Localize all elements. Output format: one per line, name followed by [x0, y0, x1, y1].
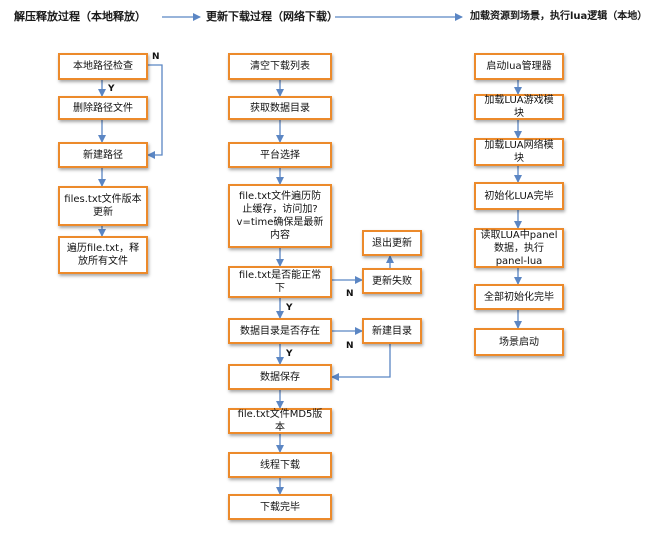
node-check-local-path: 本地路径检查	[58, 53, 148, 80]
node-save-data: 数据保存	[228, 364, 332, 390]
node-data-dir-exists: 数据目录是否存在	[228, 318, 332, 344]
branch-label-no: N	[152, 52, 160, 62]
no-branch-arrow	[147, 64, 163, 159]
node-load-lua-network: 加载LUA网络模块	[474, 138, 564, 166]
branch-label-yes: Y	[108, 84, 115, 94]
node-file-download-ok: file.txt是否能正常下	[228, 266, 332, 298]
node-platform-select: 平台选择	[228, 142, 332, 168]
node-md5-version: file.txt文件MD5版本	[228, 408, 332, 434]
node-thread-download: 线程下载	[228, 452, 332, 478]
header-extract-release: 解压释放过程（本地释放）	[14, 10, 146, 23]
header-update-download: 更新下载过程（网络下载）	[206, 10, 338, 23]
node-new-dir: 新建目录	[362, 318, 422, 344]
node-update-files-version: files.txt文件版本更新	[58, 186, 148, 226]
node-clear-download-list: 清空下载列表	[228, 53, 332, 80]
branch-label-no: N	[346, 341, 354, 351]
node-new-path: 新建路径	[58, 142, 148, 168]
node-load-lua-game: 加载LUA游戏模块	[474, 94, 564, 120]
node-avoid-cache: file.txt文件遍历防止缓存，访问加?v=time确保是最新内容	[228, 184, 332, 248]
arrow	[331, 344, 391, 381]
node-read-panel-data: 读取LUA中panel数据，执行panel-lua	[474, 228, 564, 268]
node-release-all-files: 遍历file.txt，释放所有文件	[58, 236, 148, 274]
node-all-init-done: 全部初始化完毕	[474, 284, 564, 310]
node-delete-path-files: 删除路径文件	[58, 96, 148, 120]
node-scene-start: 场景启动	[474, 328, 564, 356]
node-exit-update: 退出更新	[362, 230, 422, 256]
header-load-scene: 加载资源到场景，执行lua逻辑（本地）	[470, 11, 648, 22]
branch-label-yes: Y	[286, 349, 293, 359]
node-download-done: 下载完毕	[228, 494, 332, 520]
node-get-data-dir: 获取数据目录	[228, 96, 332, 120]
branch-label-yes: Y	[286, 303, 293, 313]
node-update-failed: 更新失败	[362, 268, 422, 294]
node-start-lua-manager: 启动lua管理器	[474, 53, 564, 80]
node-lua-init-done: 初始化LUA完毕	[474, 182, 564, 210]
branch-label-no: N	[346, 289, 354, 299]
